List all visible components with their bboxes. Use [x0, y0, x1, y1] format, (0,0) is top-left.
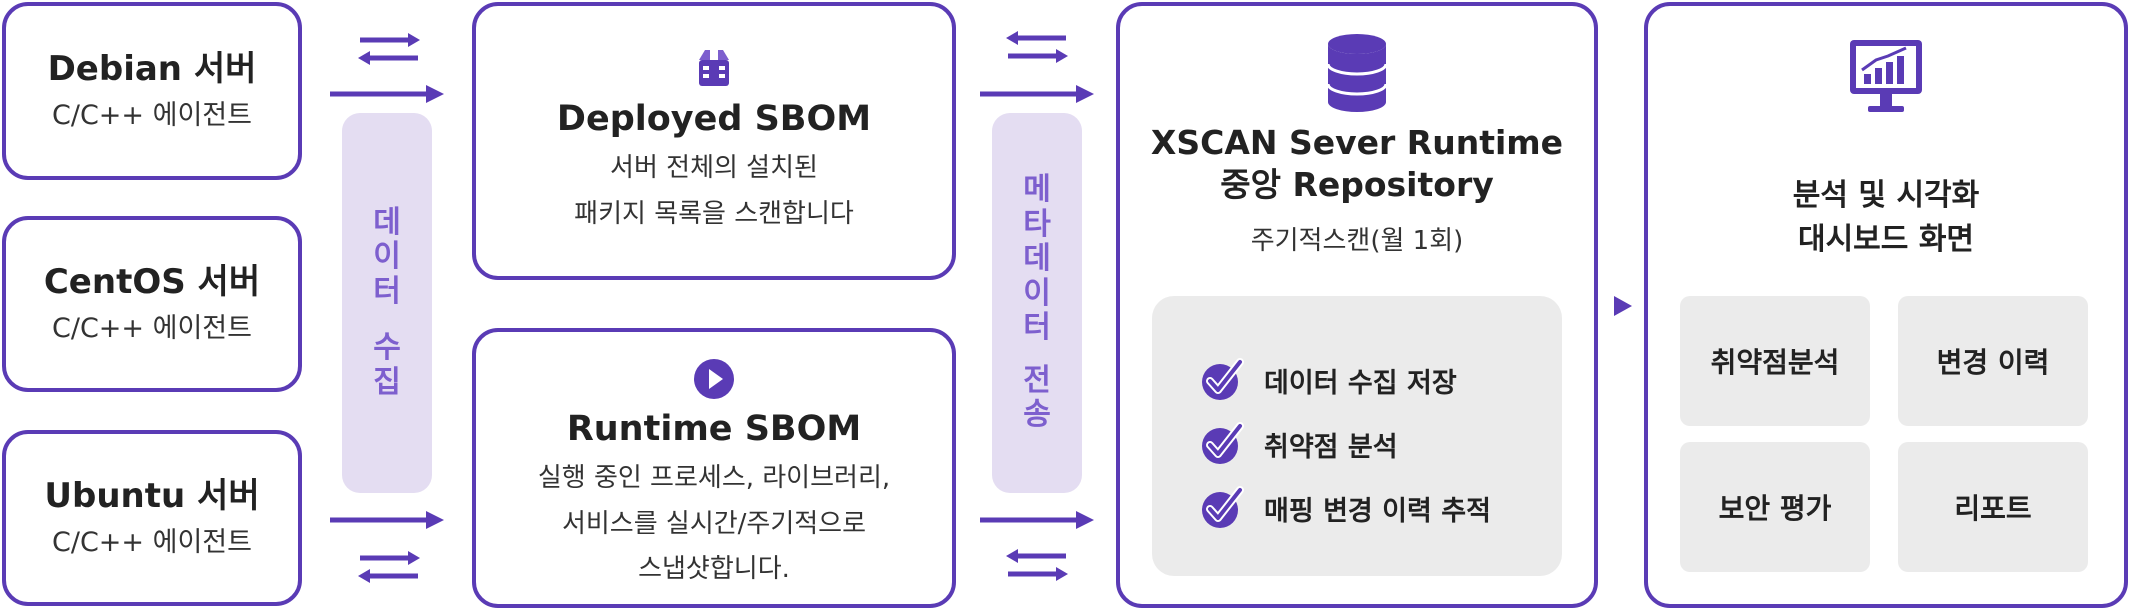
- package-icon: [699, 50, 729, 86]
- check-label: 취약점 분석: [1264, 431, 1398, 463]
- deployed-sbom-box: Deployed SBOM 서버 전체의 설치된 패키지 목록을 스캔합니다: [472, 2, 956, 280]
- check-label: 매핑 변경 이력 추적: [1264, 495, 1491, 527]
- agent-ubuntu: Ubuntu 서버 C/C++ 에이전트: [2, 430, 302, 606]
- check-item: 데이터 수집 저장: [1152, 348, 1562, 412]
- dashboard-title: 분석 및 시각화 대시보드 화면: [1793, 174, 1980, 261]
- data-collect-pill: 데 이 터 수 집: [342, 113, 432, 493]
- pill-char: 터: [373, 273, 401, 309]
- repository-title: XSCAN Sever Runtime 중앙 Repository: [1151, 122, 1563, 206]
- runtime-sbom-box: Runtime SBOM 실행 중인 프로세스, 라이브러리, 서비스를 실시간…: [472, 328, 956, 608]
- desc-line: 패키지 목록을 스캔합니다: [574, 198, 854, 229]
- check-item: 취약점 분석: [1152, 412, 1562, 476]
- monitor-chart-icon: [1850, 40, 1922, 112]
- runtime-sbom-desc: 실행 중인 프로세스, 라이브러리, 서비스를 실시간/주기적으로 스냅샷합니다…: [538, 456, 890, 593]
- desc-line: 서버 전체의 설치된: [610, 153, 818, 183]
- repository-check-panel: 데이터 수집 저장 취약점 분석 매핑 변경 이력 추적: [1152, 296, 1562, 576]
- agent-subtitle: C/C++ 에이전트: [52, 100, 252, 132]
- agent-subtitle: C/C++ 에이전트: [52, 527, 252, 559]
- pill-char: 데: [373, 204, 401, 240]
- pill-char: 집: [373, 364, 401, 400]
- arrow-right-icon: [980, 85, 1094, 103]
- check-label: 데이터 수집 저장: [1264, 367, 1457, 399]
- play-icon: [694, 359, 734, 399]
- check-icon: [1202, 486, 1244, 528]
- desc-line: 실행 중인 프로세스, 라이브러리,: [537, 463, 891, 493]
- dashboard-box: 분석 및 시각화 대시보드 화면 취약점분석 변경 이력 보안 평가 리포트: [1644, 2, 2128, 608]
- pill-char: 수: [373, 330, 401, 366]
- sync-arrows-icon: [1006, 549, 1068, 581]
- agent-title: CentOS 서버: [43, 262, 261, 303]
- agent-title: Debian 서버: [47, 49, 257, 90]
- deployed-sbom-title: Deployed SBOM: [556, 99, 872, 139]
- agent-debian: Debian 서버 C/C++ 에이전트: [2, 2, 302, 180]
- tile-report: 리포트: [1898, 442, 2088, 572]
- tile-change-history: 변경 이력: [1898, 296, 2088, 426]
- desc-line: 스냅샷합니다.: [638, 554, 790, 584]
- check-icon: [1202, 422, 1244, 464]
- arrow-right-icon: [330, 511, 444, 529]
- tile-security-assessment: 보안 평가: [1680, 442, 1870, 572]
- sync-arrows-icon: [358, 33, 420, 65]
- arrow-right-icon: [980, 511, 1094, 529]
- repository-box: XSCAN Sever Runtime 중앙 Repository 주기적스캔(…: [1116, 2, 1598, 608]
- pill-char: 터: [1023, 310, 1051, 346]
- title-line: 분석 및 시각화: [1792, 178, 1980, 213]
- title-line: 중앙 Repository: [1220, 165, 1494, 205]
- arrow-right-icon: [330, 85, 444, 103]
- desc-line: 서비스를 실시간/주기적으로: [561, 508, 867, 539]
- pill-char: 메: [1023, 172, 1051, 208]
- pill-char: 이: [1023, 275, 1051, 311]
- runtime-sbom-title: Runtime SBOM: [566, 409, 862, 449]
- database-icon: [1326, 34, 1388, 112]
- title-line: XSCAN Sever Runtime: [1150, 123, 1564, 162]
- title-line: 대시보드 화면: [1797, 221, 1975, 257]
- pill-char: 타: [1023, 206, 1051, 242]
- pill-char: 송: [1023, 397, 1051, 433]
- pill-char: 전: [1023, 362, 1051, 398]
- pill-char: 데: [1023, 241, 1051, 277]
- sync-arrows-icon: [1006, 31, 1068, 63]
- agent-title: Ubuntu 서버: [44, 476, 260, 517]
- check-item: 매핑 변경 이력 추적: [1152, 476, 1562, 540]
- pill-char: 이: [373, 239, 401, 275]
- tile-vulnerability-analysis: 취약점분석: [1680, 296, 1870, 426]
- agent-subtitle: C/C++ 에이전트: [52, 313, 252, 345]
- repository-subtitle: 주기적스캔(월 1회): [1250, 226, 1464, 257]
- agent-centos: CentOS 서버 C/C++ 에이전트: [2, 216, 302, 392]
- triangle-arrow-icon: [1614, 296, 1632, 316]
- check-icon: [1202, 358, 1244, 400]
- deployed-sbom-desc: 서버 전체의 설치된 패키지 목록을 스캔합니다: [574, 146, 854, 237]
- metadata-transfer-pill: 메 타 데 이 터 전 송: [992, 113, 1082, 493]
- sync-arrows-icon: [358, 551, 420, 583]
